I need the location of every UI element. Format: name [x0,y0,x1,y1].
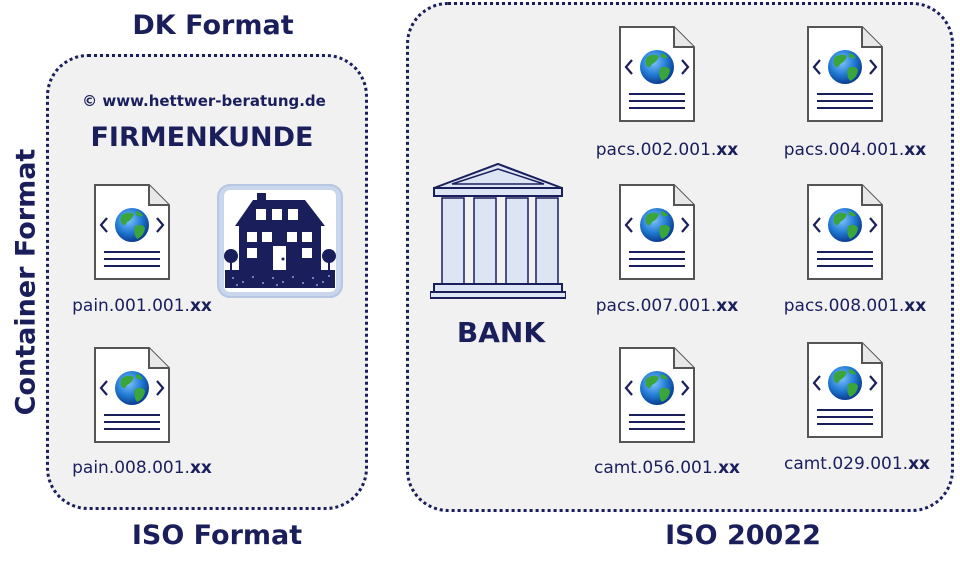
document-globe-icon [806,183,884,281]
dk-format-title: DK Format [132,10,294,41]
house-icon [217,184,343,298]
document-label: pacs.008.001.xx [783,296,927,316]
document-label: pain.001.001.xx [72,296,212,316]
container-format-title: Container Format [10,148,42,416]
document-label: pain.008.001.xx [72,458,212,478]
document-globe-icon [93,183,171,281]
iso-20022-title: ISO 20022 [665,520,821,551]
document-label: pacs.007.001.xx [595,296,739,316]
document-globe-icon [618,183,696,281]
document-globe-icon [618,346,696,444]
document-label: camt.029.001.xx [783,454,931,474]
document-globe-icon [806,341,884,439]
document-label: pacs.002.001.xx [595,140,739,160]
copyright-text: © www.hettwer-beratung.de [82,92,326,110]
document-label: camt.056.001.xx [593,458,741,478]
document-globe-icon [618,25,696,123]
firmenkunde-heading: FIRMENKUNDE [90,122,314,153]
document-globe-icon [93,346,171,444]
document-globe-icon [806,25,884,123]
document-label: pacs.004.001.xx [783,140,927,160]
iso-format-title: ISO Format [131,520,303,551]
bank-building-icon [430,162,566,299]
bank-heading: BANK [456,316,546,349]
